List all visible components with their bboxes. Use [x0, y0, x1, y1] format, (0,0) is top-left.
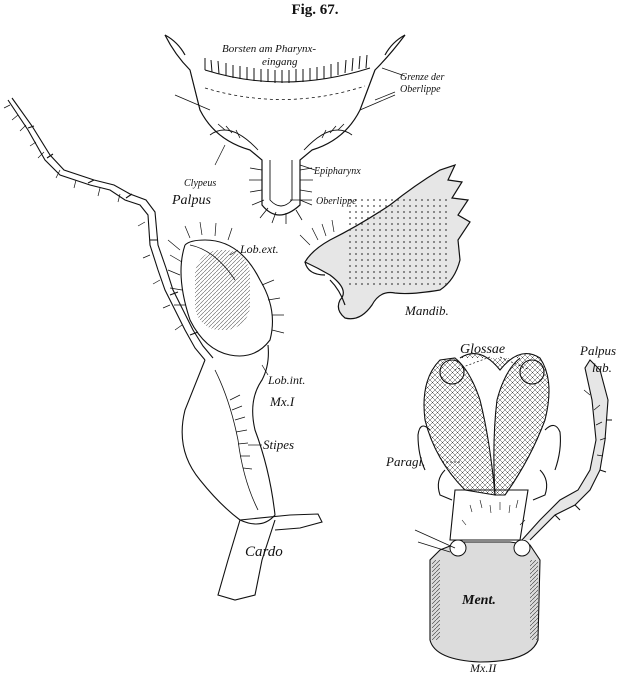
label-epipharynx: Epipharynx	[313, 166, 361, 177]
labium-hairs	[462, 500, 525, 525]
label-stipes: Stipes	[263, 437, 294, 452]
palp-line-left	[415, 530, 455, 548]
label-paragl: Paragl.	[385, 454, 425, 469]
ment-hatch-left	[432, 560, 440, 640]
label-clypeus: Clypeus	[184, 178, 216, 189]
label-grenze-line2: Oberlippe	[400, 84, 441, 95]
label-mx2: Mx.II	[469, 661, 497, 675]
label-mandib: Mandib.	[404, 303, 449, 318]
label-palpus-lab-line1: Palpus	[579, 343, 616, 358]
label-mx1: Mx.I	[269, 394, 295, 409]
ment-hatch-right	[530, 560, 538, 640]
figure-title: Fig. 67.	[0, 2, 630, 19]
mandible-dots	[345, 195, 450, 285]
label-lob-int: Lob.int.	[267, 373, 305, 387]
label-palpus: Palpus	[171, 193, 211, 208]
palp-socket-left	[450, 540, 466, 556]
label-borsten-line1: Borsten am Pharynx-	[222, 43, 316, 55]
maxilla-palpus-drawing	[4, 98, 213, 360]
label-grenze-line1: Grenze der	[400, 72, 444, 83]
label-cardo: Cardo	[245, 544, 283, 560]
label-lob-ext: Lob.ext.	[239, 242, 279, 256]
label-glossae: Glossae	[460, 342, 505, 357]
label-ment: Ment.	[461, 593, 496, 608]
palp-socket-right	[514, 540, 530, 556]
lob-ext-shading	[195, 250, 250, 330]
label-palpus-lab-line2: lab.	[592, 360, 612, 375]
label-oberlippe: Oberlippe	[316, 196, 357, 207]
label-borsten-line2: eingang	[262, 56, 298, 68]
